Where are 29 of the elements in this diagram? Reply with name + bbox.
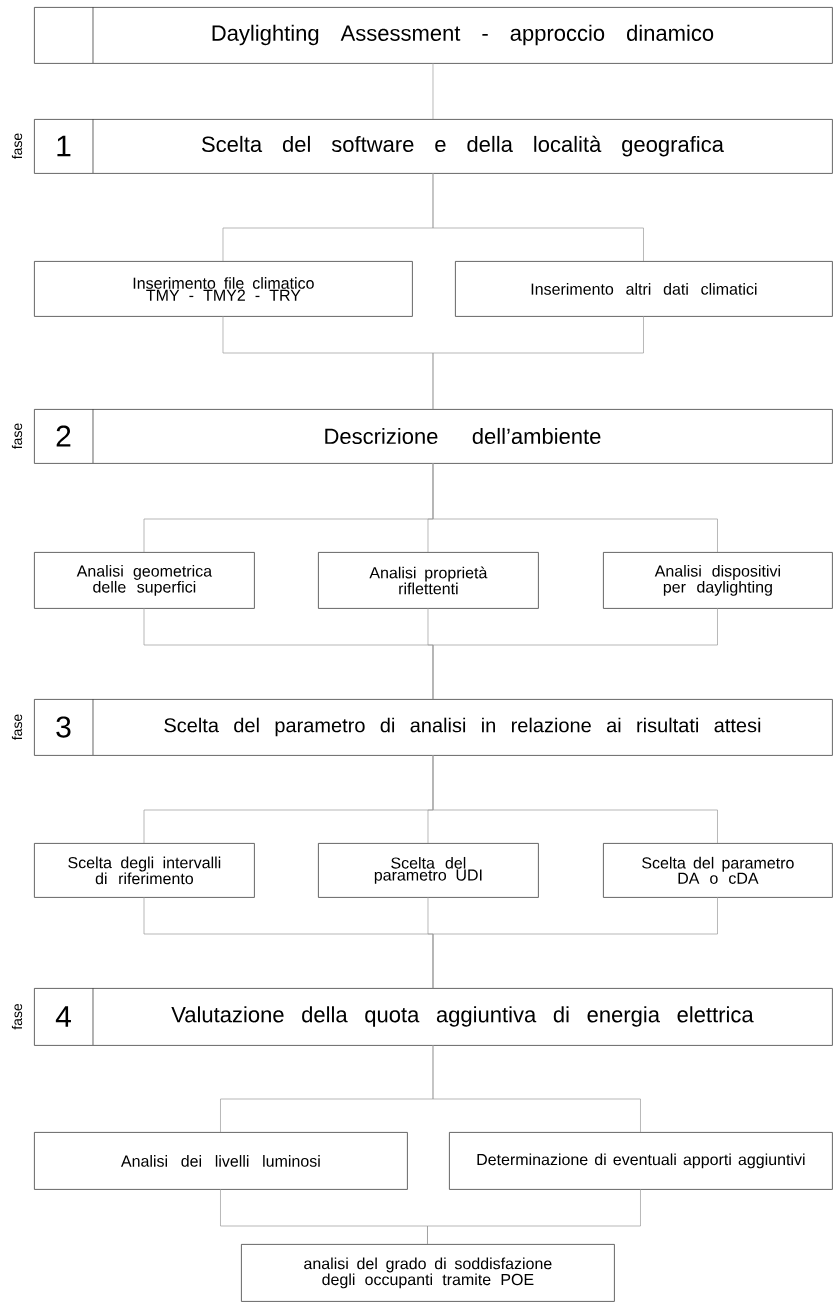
- connector-line: [432, 1044, 641, 1133]
- step-box: Analisi geometrica delle superfici: [34, 552, 255, 609]
- connector-line: [432, 896, 718, 989]
- step-box: analisi del grado di soddisfazione degli occupanti tramite POE: [241, 1244, 615, 1302]
- connector-line: [427, 1188, 641, 1245]
- connector-line: [432, 754, 718, 844]
- step-box: Analisi dei livelli luminosi: [34, 1132, 408, 1190]
- connector-line: [432, 172, 644, 262]
- step-box: Analisi proprietà riflettenti: [318, 552, 539, 609]
- phase-box: Daylighting Assessment - approccio dinamico: [34, 6, 833, 64]
- phase-label: fase: [11, 423, 23, 450]
- step-box: Inserimento altri dati climatici: [455, 261, 833, 317]
- phase-label: fase: [11, 714, 23, 741]
- connector-line: [432, 62, 434, 120]
- step-box: Inserimento file climatico TMY - TMY2 - TRY: [34, 261, 413, 317]
- step-box: Scelta degli intervalli di riferimento: [34, 843, 255, 898]
- phase-box: 4 Valutazione della quota aggiuntiva di energia elettrica: [34, 987, 833, 1046]
- phase-box: 2 Descrizione dell’ambiente: [34, 408, 833, 464]
- phase-label: fase: [11, 1003, 23, 1030]
- phase-label: fase: [11, 133, 23, 160]
- connector-line: [432, 607, 718, 700]
- connector-line: [432, 315, 644, 410]
- phase-box: 3 Scelta del parametro di analisi in relazione ai risultati attesi: [34, 698, 833, 756]
- step-box: Scelta del parametro UDI: [318, 843, 539, 898]
- step-box: Scelta del parametro DA o cDA: [603, 843, 833, 898]
- connector-line: [432, 462, 718, 553]
- step-box: Determinazione di eventuali apporti aggiuntivi: [449, 1132, 833, 1190]
- step-box: Analisi dispositivi per daylighting: [603, 552, 833, 609]
- phase-box: 1 Scelta del software e della località geografica: [34, 118, 833, 174]
